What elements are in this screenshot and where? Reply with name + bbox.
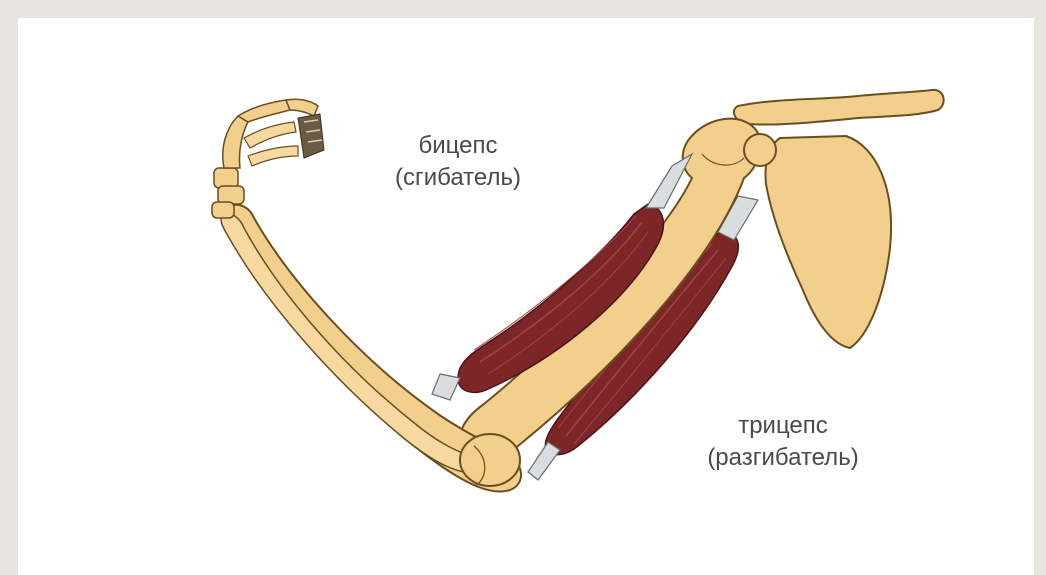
elbow-joint — [460, 434, 520, 486]
triceps-label: трицепс (разгибатель) — [658, 410, 908, 474]
clavicle — [734, 90, 944, 125]
hand-bones — [223, 99, 324, 168]
biceps-label: бицепс (сгибатель) — [358, 130, 558, 194]
triceps-lower-tendon — [528, 442, 560, 480]
scapula — [766, 136, 892, 348]
shoulder-joint — [744, 134, 776, 166]
diagram-panel: бицепс (сгибатель) трицепс (разгибатель) — [18, 18, 1034, 575]
biceps-name: бицепс — [358, 130, 558, 162]
biceps-role: (сгибатель) — [358, 162, 558, 194]
arm-muscles-diagram — [18, 18, 1034, 575]
biceps-lower-tendon — [432, 374, 460, 400]
triceps-role: (разгибатель) — [658, 442, 908, 474]
triceps-name: трицепс — [658, 410, 908, 442]
